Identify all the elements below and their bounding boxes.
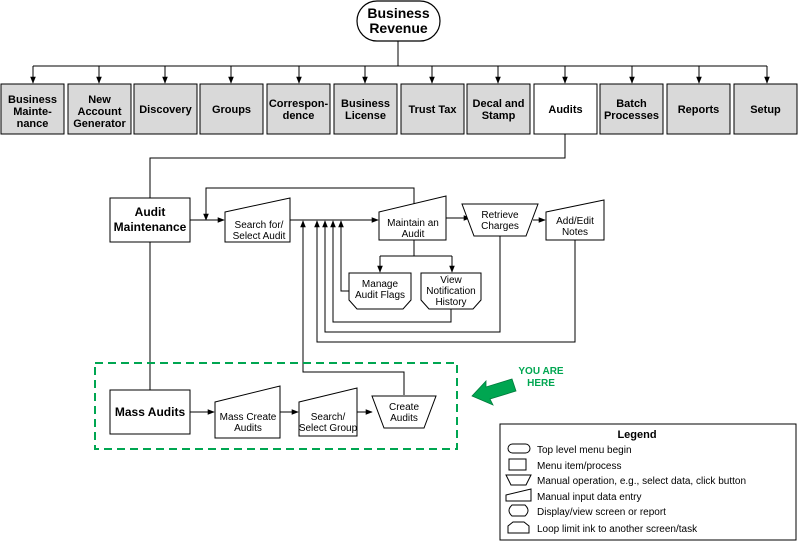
legend-label: Manual input data entry — [537, 492, 642, 503]
charges-return-arrow — [322, 220, 501, 333]
process-icon — [508, 458, 527, 471]
svg-text:Trust Tax: Trust Tax — [408, 104, 457, 116]
svg-text:Mainte-: Mainte- — [13, 106, 52, 118]
svg-text:Manage: Manage — [362, 279, 399, 290]
svg-text:Search for/: Search for/ — [235, 220, 284, 231]
svg-text:License: License — [345, 110, 386, 122]
menu-item-audits[interactable]: Audits — [533, 83, 598, 135]
loop-back-arrow — [203, 187, 415, 221]
svg-text:Create: Create — [389, 402, 419, 413]
you-are-here-arrow-icon — [471, 378, 517, 406]
legend-label: Manual operation, e.g., select data, cli… — [537, 476, 746, 487]
display-icon — [508, 504, 529, 517]
svg-text:View: View — [440, 275, 462, 286]
svg-text:Groups: Groups — [212, 104, 251, 116]
svg-text:Notes: Notes — [562, 227, 588, 238]
svg-text:Add/Edit: Add/Edit — [556, 216, 594, 227]
menu-connectors — [30, 41, 770, 84]
svg-text:Mass Audits: Mass Audits — [115, 405, 186, 419]
svg-text:Business: Business — [8, 94, 57, 106]
create-audits-return-arrow — [300, 220, 405, 395]
svg-text:Decal and: Decal and — [473, 98, 525, 110]
svg-text:Setup: Setup — [750, 104, 781, 116]
menu-item-correspondence[interactable]: Correspon- dence — [266, 83, 331, 135]
maintain-audit-node[interactable]: Maintain an Audit — [378, 195, 447, 241]
svg-text:Notification: Notification — [426, 286, 475, 297]
search-select-group-node[interactable]: Search/ Select Group — [298, 387, 358, 437]
you-are-here-callout: YOU ARE HERE — [471, 366, 564, 406]
menu-item-reports[interactable]: Reports — [666, 83, 731, 135]
menu-item-trust-tax[interactable]: Trust Tax — [400, 83, 465, 135]
legend-label: Top level menu begin — [537, 445, 632, 456]
mass-audits-node[interactable]: Mass Audits — [109, 389, 191, 435]
svg-text:Account: Account — [78, 106, 122, 118]
svg-text:Maintain an: Maintain an — [387, 218, 439, 229]
legend-title: Legend — [617, 429, 656, 441]
svg-text:Discovery: Discovery — [139, 104, 192, 116]
business-revenue-node[interactable]: Business Revenue — [356, 0, 441, 42]
history-return-arrow — [330, 220, 452, 323]
svg-text:Mass Create: Mass Create — [220, 412, 277, 423]
you-are-here-line1: YOU ARE — [518, 366, 564, 377]
manage-audit-flags-node[interactable]: Manage Audit Flags — [348, 272, 412, 310]
create-audits-node[interactable]: Create Audits — [371, 395, 437, 429]
menu-item-batch-processes[interactable]: Batch Processes — [599, 83, 664, 135]
view-notification-history-node[interactable]: View Notification History — [420, 272, 482, 310]
svg-text:Business: Business — [341, 98, 390, 110]
svg-text:Audits: Audits — [390, 413, 418, 424]
menu-item-business-license[interactable]: Business License — [333, 83, 398, 135]
svg-text:Retrieve: Retrieve — [481, 210, 519, 221]
svg-text:Audits: Audits — [548, 104, 582, 116]
terminator-icon — [507, 443, 531, 454]
retrieve-charges-node[interactable]: Retrieve Charges — [461, 203, 539, 237]
svg-text:Correspon-: Correspon- — [269, 98, 329, 110]
svg-text:Select Audit: Select Audit — [233, 231, 286, 242]
menu-item-setup[interactable]: Setup — [733, 83, 798, 135]
svg-text:Audit: Audit — [135, 205, 166, 219]
svg-text:Select Group: Select Group — [299, 423, 358, 434]
svg-text:Generator: Generator — [73, 118, 126, 130]
legend-label: Menu item/process — [537, 461, 621, 472]
business-revenue-title-line1: Business — [367, 5, 429, 21]
search-select-audit-node[interactable]: Search for/ Select Audit — [224, 197, 291, 243]
manual-input-icon — [505, 488, 532, 502]
menu-item-discovery[interactable]: Discovery — [133, 83, 198, 135]
legend: Legend Top level menu begin Menu item/pr… — [499, 423, 797, 541]
svg-text:Search/: Search/ — [311, 412, 346, 423]
svg-text:New: New — [88, 94, 111, 106]
svg-text:Stamp: Stamp — [482, 110, 516, 122]
svg-text:Maintenance: Maintenance — [114, 220, 187, 234]
notes-return-arrow — [314, 220, 576, 343]
svg-text:nance: nance — [17, 118, 49, 130]
audit-maintenance-node[interactable]: Audit Maintenance — [109, 197, 191, 243]
menu-item-groups[interactable]: Groups — [199, 83, 264, 135]
audits-to-maintenance-connector — [149, 134, 566, 198]
svg-text:Processes: Processes — [604, 110, 659, 122]
svg-text:Audits: Audits — [234, 423, 262, 434]
you-are-here-line2: HERE — [527, 378, 555, 389]
loop-limit-icon — [507, 521, 530, 534]
svg-text:Audit Flags: Audit Flags — [355, 290, 405, 301]
svg-text:Charges: Charges — [481, 221, 519, 232]
svg-text:Audit: Audit — [402, 229, 425, 240]
menu-item-decal-and-stamp[interactable]: Decal and Stamp — [466, 83, 531, 135]
svg-text:dence: dence — [283, 110, 315, 122]
add-edit-notes-node[interactable]: Add/Edit Notes — [545, 199, 605, 241]
legend-label: Loop limit ink to another screen/task — [537, 524, 698, 535]
svg-text:Reports: Reports — [678, 104, 720, 116]
menu-item-new-account-generator[interactable]: New Account Generator — [67, 83, 132, 135]
flags-return-arrow — [338, 220, 349, 292]
business-revenue-title-line2: Revenue — [369, 20, 428, 36]
svg-text:History: History — [435, 297, 466, 308]
mass-create-audits-node[interactable]: Mass Create Audits — [214, 385, 281, 439]
svg-text:Batch: Batch — [616, 98, 647, 110]
menu-item-business-maintenance[interactable]: Business Mainte- nance — [0, 83, 65, 135]
legend-label: Display/view screen or report — [537, 507, 666, 518]
you-are-here-frame — [94, 362, 458, 450]
manual-operation-icon — [505, 474, 532, 486]
